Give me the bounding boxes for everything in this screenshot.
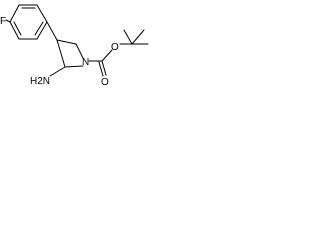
bond (75, 43, 84, 59)
bond (9, 4, 20, 23)
boc-group: O O (88, 29, 149, 88)
bond (36, 4, 48, 23)
bond-to-amine (49, 66, 66, 77)
bond (36, 21, 48, 40)
fluorine-label: F (0, 16, 6, 27)
bond (64, 65, 84, 68)
aryl-ring-bond (46, 21, 58, 41)
ring-nitrogen-label: N (82, 57, 89, 68)
pyrrolidine-ring (56, 39, 84, 68)
aromatic-double-bond (13, 21, 22, 36)
amine-label: H2N (30, 76, 50, 87)
carbonyl-double-bond (101, 60, 107, 76)
bond-to-fluorine (5, 19, 11, 23)
carbonyl-oxygen-label: O (101, 77, 109, 88)
bond (101, 49, 113, 62)
chemical-structure: F N H2N O O (0, 4, 149, 88)
aromatic-double-bond (34, 21, 44, 36)
bond (9, 21, 20, 40)
bond (56, 39, 77, 45)
carbonyl-double-bond (98, 61, 104, 77)
fluorophenyl-ring (9, 4, 48, 40)
ester-oxygen-label: O (111, 42, 119, 53)
tert-butyl-methyl-bond (123, 29, 133, 45)
bond (56, 39, 66, 68)
tert-butyl-methyl-bond (131, 29, 145, 45)
